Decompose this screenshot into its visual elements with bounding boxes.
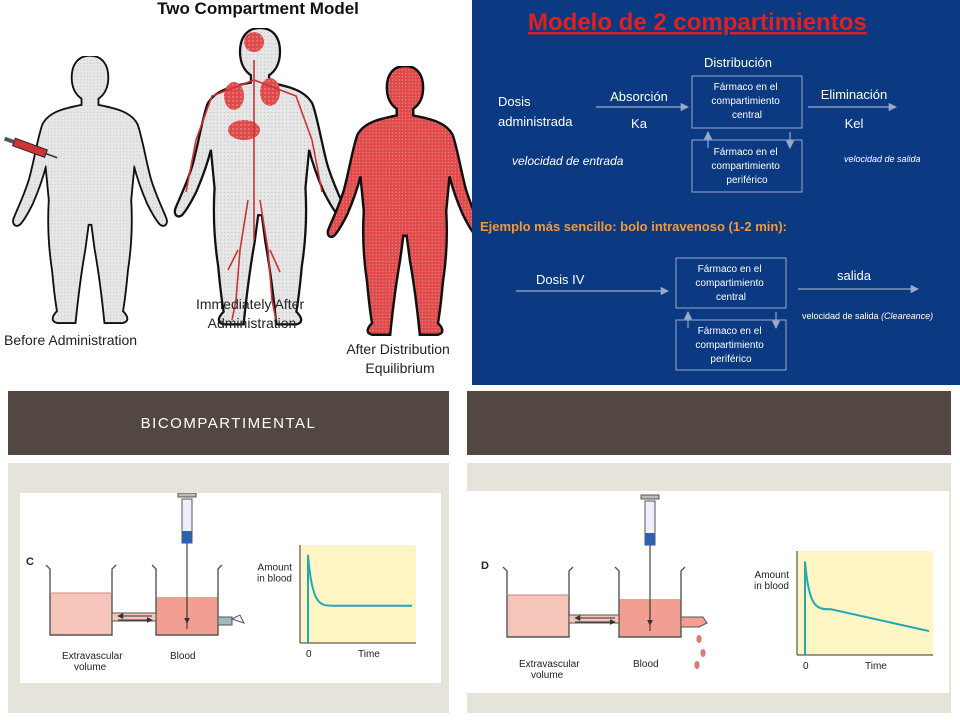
person-before-administration: [3, 56, 169, 325]
amount-in-blood-label: Amount: [258, 562, 293, 573]
caption-after-distribution: After Distribution Equilibrium: [346, 341, 453, 376]
ka-label: Ka: [631, 116, 648, 131]
person-immediately-after-administration: [173, 28, 347, 326]
tap-outlet: [217, 616, 233, 626]
box-periferico-text: Fármaco en el compartimiento periférico: [711, 147, 782, 186]
syringe-drug: [645, 533, 655, 545]
blood-beaker: [614, 566, 686, 638]
outflow-drop: [696, 635, 702, 643]
extravascular-label: volume: [531, 670, 564, 681]
two-compartment-model-figure: Two Compartment Model: [0, 0, 484, 385]
amount-in-blood-label: in blood: [257, 573, 292, 584]
graph-area: [300, 545, 416, 643]
box-central-text: Fármaco en el compartimiento central: [711, 82, 782, 121]
salida-label: salida: [837, 268, 872, 283]
syringe-plunger: [177, 492, 197, 498]
amount-in-blood-label: Amount: [755, 570, 790, 581]
extravascular-fluid: [50, 593, 112, 635]
eliminacion-label: Eliminación: [821, 87, 887, 102]
blood-beaker: [151, 564, 223, 636]
syringe-drug: [182, 531, 192, 543]
section-header-right: [467, 391, 951, 455]
figure-letter: D: [481, 560, 489, 572]
two-compartment-title: Two Compartment Model: [157, 0, 359, 18]
figure-letter: C: [26, 556, 34, 568]
tap-valve: [230, 614, 245, 624]
connecting-tube: [568, 614, 620, 624]
graph-time-label: Time: [358, 649, 380, 660]
extravascular-beaker: [502, 566, 574, 638]
amount-in-blood-label: in blood: [754, 581, 789, 592]
modelo-2-compartimientos-slide: Modelo de 2 compartimientos Distribución…: [472, 0, 960, 385]
graph-zero-label: 0: [803, 661, 809, 672]
outflow-drop: [694, 661, 700, 669]
dosis-administrada-label: Dosis administrada: [498, 94, 573, 129]
syringe-plunger: [640, 494, 660, 500]
caption-before-administration: Before Administration: [4, 332, 137, 348]
absorcion-label: Absorción: [610, 89, 668, 104]
graph-curve: [804, 561, 930, 655]
outflow-drop: [700, 649, 706, 657]
extravascular-label: Extravascular: [62, 651, 123, 662]
box-central-iv-text: Fármaco en el compartimiento central: [695, 264, 766, 303]
velocidad-entrada-label: velocidad de entrada: [512, 154, 624, 168]
graph-area: [797, 551, 933, 655]
graph-zero-label: 0: [306, 649, 312, 660]
box-periferico-iv-text: Fármaco en el compartimiento periférico: [695, 326, 766, 365]
extravascular-label: volume: [74, 662, 107, 673]
two-compartment-illustration: Two Compartment Model: [3, 0, 484, 376]
extravascular-beaker: [45, 564, 117, 636]
dosis-iv-label: Dosis IV: [536, 272, 585, 287]
kel-label: Kel: [845, 116, 864, 131]
blood-label: Blood: [633, 659, 659, 670]
ejemplo-heading: Ejemplo más sencillo: bolo intravenoso (…: [480, 219, 787, 234]
box-central: [691, 75, 803, 129]
extravascular-fluid: [507, 595, 569, 637]
caption-immediately-after: Immediately After Administration: [196, 296, 308, 331]
box-periferico-iv: [675, 319, 787, 371]
graph-curve: [307, 554, 412, 643]
modelo-diagram: Modelo de 2 compartimientos Distribución…: [480, 9, 933, 371]
box-periferico: [691, 139, 803, 193]
section-title: BICOMPARTIMENTAL: [140, 414, 317, 432]
box-central-iv: [675, 257, 787, 309]
extravascular-label: Extravascular: [519, 659, 580, 670]
modelo-title: Modelo de 2 compartimientos: [528, 9, 867, 36]
graph-time-label: Time: [865, 661, 887, 672]
outflow-spout: [680, 616, 708, 628]
velocidad-salida-clearance: velocidad de salida (Cleareance): [802, 311, 933, 321]
connecting-tube: [111, 612, 157, 622]
blood-label: Blood: [170, 651, 196, 662]
distribucion-label: Distribución: [704, 55, 772, 70]
section-header-left: BICOMPARTIMENTAL: [8, 391, 449, 455]
velocidad-salida-label: velocidad de salida: [844, 154, 921, 164]
person-after-distribution-equilibrium: [326, 66, 484, 337]
